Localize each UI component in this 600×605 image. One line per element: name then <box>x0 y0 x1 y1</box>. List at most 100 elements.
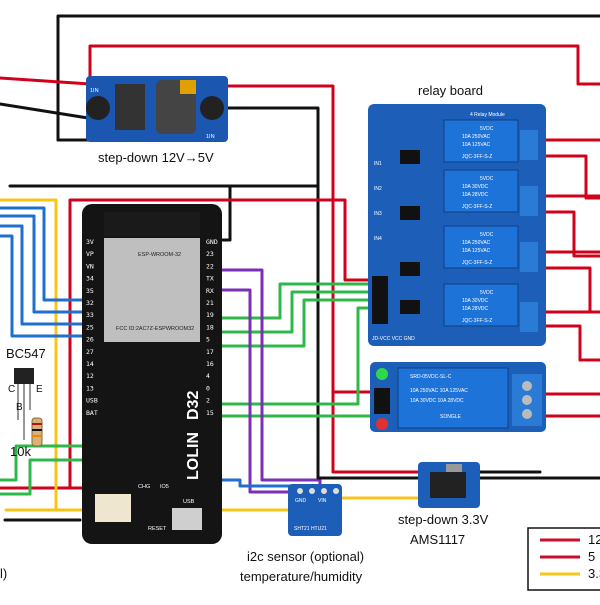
board-pin-left: VP <box>86 250 94 258</box>
board-pin-right: 16 <box>206 360 214 368</box>
relay-board: 4 Relay Module 5VDC 10A 250VAC 10A 125VA… <box>368 104 546 346</box>
board-pin-left: 33 <box>86 311 94 319</box>
sensor-pin-gnd: GND <box>295 498 307 504</box>
wire-yellow-3v3-left <box>0 198 58 512</box>
board-pin-right: 19 <box>206 311 214 319</box>
board-io5-label: IO5 <box>160 484 169 490</box>
relay-rating-28vdc: 10A 28VDC <box>462 306 489 312</box>
relay-unit: 5VDC 10A 30VDC 10A 28VDC JQC-3FF-S-Z <box>443 169 519 213</box>
wire-green-r1 <box>213 282 374 320</box>
wire-green-left-2 <box>0 458 87 496</box>
bc547-transistor <box>14 368 34 440</box>
board-pins: 3VVPVN34353233252627141213USBBATGND2322T… <box>86 238 218 417</box>
wire-blue-4 <box>0 234 87 338</box>
board-model: D32 <box>185 391 202 420</box>
buck-resistor-code-left: 1IN <box>90 88 99 94</box>
wire-red-out-8 <box>534 324 600 362</box>
relay-in3: IN3 <box>374 211 382 217</box>
board-brand: LOLIN <box>185 432 202 480</box>
board-pin-right: TX <box>206 275 214 283</box>
relay-rating-30vdc: 10A 30VDC <box>462 298 489 304</box>
transistor-pin-c: C <box>8 384 15 395</box>
wire-red-out-4 <box>534 210 600 258</box>
label-bc547: BC547 <box>6 346 46 361</box>
wire-red-to-sensor <box>331 390 420 474</box>
label-stepdown-3v3-line2: AMS1117 <box>410 532 465 547</box>
board-pin-left: 13 <box>86 384 94 392</box>
board-pin-right: 4 <box>206 372 210 380</box>
relay-rating-250vac: 10A 250VAC <box>462 134 491 140</box>
relay-unit: 5VDC 10A 30VDC 10A 28VDC JQC-3FF-S-Z <box>443 283 519 327</box>
wires <box>0 14 600 522</box>
relay-rating-5vdc: 5VDC <box>480 176 494 182</box>
board-pin-right: 2 <box>206 397 210 405</box>
label-sensor-line2: temperature/humidity <box>240 569 363 584</box>
board-pin-right: 17 <box>206 348 214 356</box>
label-stepdown-12-5: step-down 12V→5V <box>98 150 214 165</box>
board-reset-label: RESET <box>148 526 167 532</box>
board-chg-label: CHG <box>138 484 150 490</box>
relay-model: JQC-3FF-S-Z <box>462 260 492 266</box>
wire-purple-sda <box>213 288 307 494</box>
buck-resistor-code-right: 1IN <box>206 134 215 140</box>
board-pin-right: 18 <box>206 323 214 331</box>
relay-in2: IN2 <box>374 186 382 192</box>
relay-rating-250vac: 10A 250VAC <box>462 240 491 246</box>
wire-black-left-in <box>0 102 90 120</box>
single-relay-model: SRD-05VDC-SL-C <box>410 374 452 380</box>
wire-blue-2 <box>0 214 87 314</box>
resistor-10k <box>31 417 43 447</box>
single-relay-rating-2: 10A 30VDC 10A 28VDC <box>410 398 464 404</box>
board-pin-left: 14 <box>86 360 94 368</box>
wire-green-r3 <box>213 298 374 348</box>
wire-green-r4 <box>213 306 374 406</box>
relay-unit: 5VDC 10A 250VAC 10A 125VAC JQC-3FF-S-Z <box>443 119 519 163</box>
wire-red-buck-out <box>224 84 374 394</box>
board-pin-left: VN <box>86 262 94 270</box>
relay-in4: IN4 <box>374 236 382 242</box>
board-pin-right: 23 <box>206 250 214 258</box>
single-relay-rating-1: 10A 250VAC 10A 125VAC <box>410 388 468 394</box>
board-pin-left: USB <box>86 397 98 405</box>
relay-model: JQC-3FF-S-Z <box>462 204 492 210</box>
single-relay: SRD-05VDC-SL-C 10A 250VAC 10A 125VAC 10A… <box>370 362 546 432</box>
label-sensor-line1: i2c sensor (optional) <box>247 549 364 564</box>
board-pin-left: 3V <box>86 238 94 246</box>
board-pin-right: 22 <box>206 262 214 270</box>
wire-blue-sensor <box>213 478 302 488</box>
wire-red-5v-board <box>68 198 374 490</box>
relay-board-title: 4 Relay Module <box>470 112 505 118</box>
wire-black-buck-out <box>224 106 320 480</box>
board-pin-left: BAT <box>86 409 98 417</box>
wire-black-top <box>56 14 600 142</box>
label-stepdown-3v3-line1: step-down 3.3V <box>398 512 489 527</box>
relay-rating-125vac: 10A 125VAC <box>462 142 491 148</box>
board-usb-label: USB <box>183 499 195 505</box>
i2c-sensor-board: SHT21 HTU21 GND VIN <box>288 484 342 536</box>
sensor-pin-vin: VIN <box>318 498 327 504</box>
relay-rating-5vdc: 5VDC <box>480 290 494 296</box>
sensor-chip-label: SHT21 HTU21 <box>294 526 327 532</box>
legend-label-5: 5 <box>588 549 595 564</box>
relay-rating-5vdc: 5VDC <box>480 126 494 132</box>
relay-rating-28vdc: 10A 28VDC <box>462 192 489 198</box>
wire-red-left-in <box>0 76 92 86</box>
label-left-fragment: l) <box>0 566 7 581</box>
wire-blue-3 <box>0 224 87 326</box>
transistor-pin-e: E <box>36 384 43 395</box>
relay-model: JQC-3FF-S-Z <box>462 154 492 160</box>
board-pin-right: 15 <box>206 409 214 417</box>
module-name: ESP-WROOM-32 <box>138 252 181 258</box>
buck-converter-12-5: 1IN 1IN <box>86 76 228 142</box>
board-pin-left: 12 <box>86 372 94 380</box>
wire-red-12v-top <box>88 44 600 86</box>
legend-label-3v3: 3.3 <box>588 566 600 581</box>
wire-blue-1 <box>0 206 87 302</box>
board-pin-right: GND <box>206 238 218 246</box>
label-relay-board: relay board <box>418 83 483 98</box>
legend-label-12: 12 <box>588 532 600 547</box>
relay-unit: 5VDC 10A 250VAC 10A 125VAC JQC-3FF-S-Z <box>443 225 519 269</box>
relay-model: JQC-3FF-S-Z <box>462 318 492 324</box>
